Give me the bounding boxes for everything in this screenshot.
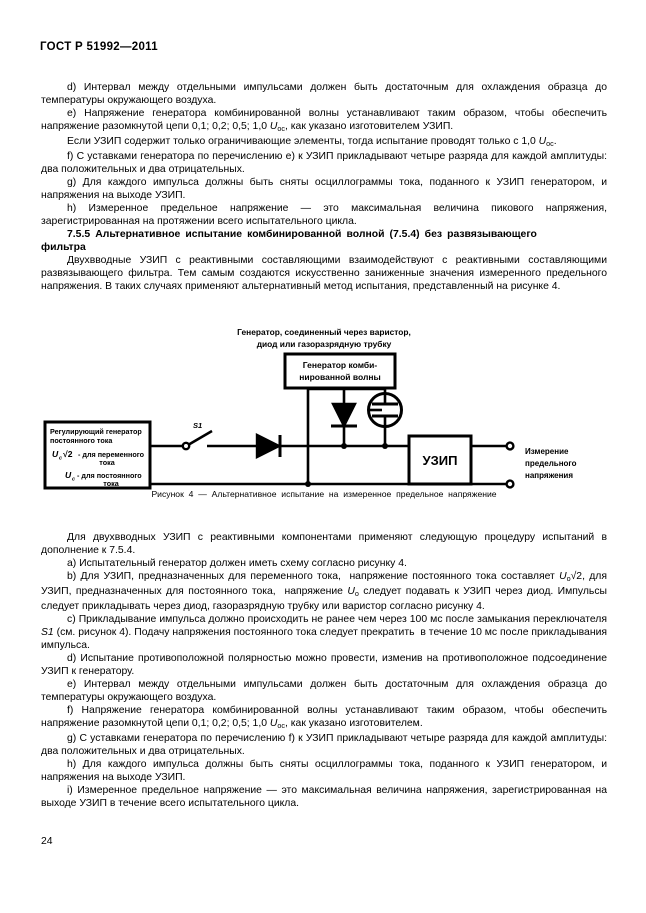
figure-title: Генератор, соединенный через варистор, д… xyxy=(41,326,607,350)
dc-generator-label-line2: постоянного тока xyxy=(50,436,113,445)
dc-generator-formula2-subscript: c xyxy=(72,477,75,483)
section-heading: 7.5.5 Альтернативное испытание комбиниро… xyxy=(41,228,607,254)
wave-generator-label-line2: нированной волны xyxy=(299,372,381,382)
standard-header: ГОСТ Р 51992—2011 xyxy=(40,41,158,53)
paragraph-g: g) Для каждого импульса должны быть снят… xyxy=(41,177,607,201)
bottom-paragraph-d: d) Испытание противоположной полярностью… xyxy=(41,653,607,677)
section-intro-paragraph: Двухвводные УЗИП с реактивными составляю… xyxy=(41,255,607,292)
bottom-intro-paragraph: Для двухвводных УЗИП с реактивными компо… xyxy=(41,532,607,556)
dc-generator-formula1-subscript: c xyxy=(59,456,62,462)
bottom-paragraph-i: i) Измеренное предельное напряжение — эт… xyxy=(41,785,607,809)
paragraph-d: d) Интервал между отдельными импульсами … xyxy=(41,82,607,106)
figure-4: Генератор, соединенный через варистор, д… xyxy=(41,326,607,506)
dc-generator-formula1-radical: √2 xyxy=(63,449,73,459)
figure-title-line2: диод или газоразрядную трубку xyxy=(256,339,392,349)
measurement-label-line2: предельного xyxy=(525,459,577,468)
output-terminal-bottom xyxy=(505,479,515,489)
wave-generator-label-line1: Генератор комби- xyxy=(303,360,378,370)
paragraph-e-note: Если УЗИП содержит только ограничивающие… xyxy=(67,136,557,148)
dc-generator-formula1-text2: тока xyxy=(99,458,115,467)
dc-generator-formula1-symbol: U xyxy=(52,449,59,459)
top-text-block: d) Интервал между отдельными импульсами … xyxy=(41,81,607,293)
page-number: 24 xyxy=(41,836,53,847)
spd-label: УЗИП xyxy=(423,453,458,468)
figure-caption: Рисунок 4 — Альтернативное испытание на … xyxy=(151,489,497,499)
dc-generator-formula1-text: - для переменного xyxy=(78,450,145,459)
section-heading-number: 7.5.5 xyxy=(67,229,91,240)
switch-label: S1 xyxy=(193,421,202,430)
dc-generator-formula2-symbol: U xyxy=(65,470,72,480)
paragraph-f: f) С уставками генератора по перечислени… xyxy=(41,151,607,175)
dc-generator-formula2-text2: тока xyxy=(103,479,119,488)
junction-dot-gdt xyxy=(382,443,388,449)
varistor-triangle-icon xyxy=(331,402,357,429)
bottom-text-block: Для двухвводных УЗИП с реактивными компо… xyxy=(41,531,607,810)
dc-generator-formula2-text: - для постоянного xyxy=(77,471,142,480)
output-terminal-top xyxy=(505,441,515,451)
bottom-paragraph-f: f) Напряжение генератора комбинированной… xyxy=(41,705,607,730)
bottom-paragraph-a: a) Испытательный генератор должен иметь … xyxy=(67,558,407,569)
spd-box xyxy=(407,434,473,486)
switch-blade xyxy=(187,429,213,447)
bottom-paragraph-h: h) Для каждого импульса должны быть снят… xyxy=(41,759,607,783)
circuit-schematic: Генератор комби- нированной волны Регули… xyxy=(43,352,577,490)
bottom-paragraph-e: e) Интервал между отдельными импульсами … xyxy=(41,679,607,703)
measurement-label-line3: напряжения xyxy=(525,471,573,480)
section-heading-continuation: фильтра xyxy=(41,242,86,253)
dc-generator-box xyxy=(43,420,152,490)
junction-dot-varistor xyxy=(341,443,347,449)
section-heading-title: Альтернативное испытание комбинированной… xyxy=(95,229,537,240)
paragraph-h: h) Измеренное предельное напряжение — эт… xyxy=(41,203,607,227)
paragraph-e: e) Напряжение генератора комбинированной… xyxy=(41,108,607,133)
bottom-paragraph-c: c) Прикладывание импульса должно происхо… xyxy=(41,614,607,651)
diode-triangle-icon xyxy=(255,433,282,459)
bottom-paragraph-g: g) С уставками генератора по перечислени… xyxy=(41,733,607,757)
figure-title-line1: Генератор, соединенный через варистор, xyxy=(237,327,411,337)
dc-generator-label-line1: Регулирующий генератор xyxy=(50,427,142,436)
bottom-paragraph-b: b) Для УЗИП, предназначенных для перемен… xyxy=(41,571,607,612)
switch-terminal-left xyxy=(181,441,191,451)
measurement-label-line1: Измерение xyxy=(525,447,569,456)
